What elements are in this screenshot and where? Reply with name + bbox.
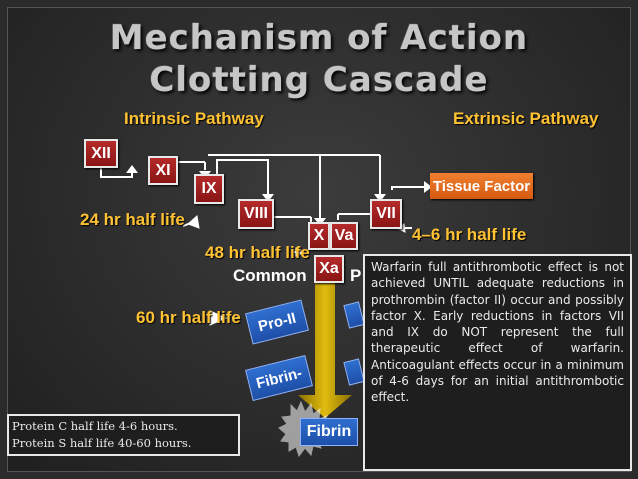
half-life-vii: 4–6 hr half life: [412, 225, 527, 244]
common-pathway-label: Common: [233, 266, 307, 285]
half-life-ix: 24 hr half life: [80, 210, 185, 229]
tissue-factor: Tissue Factor: [430, 173, 533, 199]
factor-xii: XII: [84, 139, 118, 168]
protein-note: Protein C half life 4-6 hours. Protein S…: [7, 414, 240, 456]
factor-viii: VIII: [238, 199, 274, 229]
common-pathway-partial: P: [350, 266, 362, 285]
factor-x: X: [308, 222, 330, 250]
half-life-pro-ii: 60 hr half life: [136, 308, 241, 327]
intrinsic-pathway-label: Intrinsic Pathway: [124, 109, 264, 128]
protein-c-line: Protein C half life 4-6 hours.: [12, 419, 178, 433]
factor-vii: VII: [370, 199, 402, 229]
protein-s-line: Protein S half life 40-60 hours.: [12, 436, 192, 450]
factor-ix: IX: [194, 174, 224, 204]
slide-title-line2: Clotting Cascade: [149, 60, 489, 100]
slide-title-line1: Mechanism of Action: [109, 18, 529, 58]
factor-va: Va: [330, 222, 358, 250]
fibrin-box: Fibrin: [300, 418, 358, 446]
factor-xa: Xa: [314, 255, 344, 283]
factor-xi: XI: [148, 156, 178, 185]
half-life-x: 48 hr half life: [205, 243, 310, 262]
warfarin-note: Warfarin full antithrombotic effect is n…: [363, 254, 632, 471]
extrinsic-pathway-label: Extrinsic Pathway: [453, 109, 599, 128]
